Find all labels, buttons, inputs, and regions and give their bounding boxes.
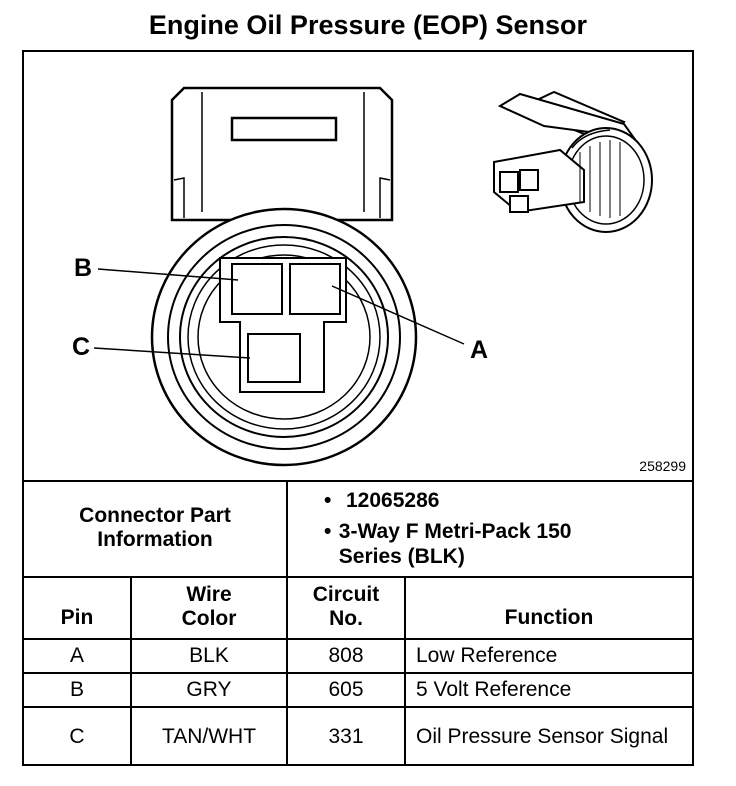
connector-housing [170, 86, 394, 222]
row-c-wire-color: TAN/WHT [161, 724, 257, 748]
connector-perspective-view [493, 90, 653, 233]
header-circuit-no: Circuit No. [312, 582, 380, 630]
table-header-border [24, 638, 692, 640]
row-a-function: Low Reference [416, 643, 558, 667]
row-a-pin: A [69, 643, 84, 667]
divider-info [286, 480, 288, 576]
pin-cavity-a [289, 263, 341, 315]
sensor-frame: B C A 258299 Connector Part Information … [22, 50, 694, 766]
callout-c: C [72, 333, 91, 361]
header-function: Function [504, 605, 594, 629]
row-c-function: Oil Pressure Sensor Signal [416, 724, 669, 748]
table-row-border [24, 706, 692, 708]
col-divider-2 [286, 576, 288, 766]
row-a-wire-color: BLK [189, 643, 229, 667]
row-b-function: 5 Volt Reference [416, 677, 572, 701]
pin-cavity-c [247, 333, 301, 383]
row-b-wire-color: GRY [186, 677, 232, 701]
row-c-pin: C [69, 724, 85, 748]
connector-info-label: Connector Part Information [79, 503, 231, 551]
row-b-pin: B [69, 677, 84, 701]
callout-leader-lines [93, 268, 465, 359]
connector-info-list: •12065286 •3-Way F Metri-Pack 150 Series… [324, 488, 584, 570]
col-divider-3 [404, 576, 406, 766]
connector-diagram: B C A 258299 [24, 52, 692, 480]
header-wire-color: Wire Color [181, 582, 237, 630]
connector-info-item: •3-Way F Metri-Pack 150 Series (BLK) [324, 520, 572, 569]
callout-b: B [74, 254, 93, 282]
row-a-circuit: 808 [328, 643, 364, 667]
table-top-border [24, 576, 692, 578]
connector-drawing [93, 86, 653, 467]
row-b-circuit: 605 [328, 677, 364, 701]
row-c-circuit: 331 [328, 724, 364, 748]
callout-a: A [470, 336, 489, 364]
connector-info-item: •12065286 [324, 489, 440, 512]
page-title: Engine Oil Pressure (EOP) Sensor [148, 10, 588, 40]
col-divider-1 [130, 576, 132, 766]
divider-diagram [24, 480, 692, 482]
header-pin: Pin [60, 605, 94, 629]
table-row-border [24, 672, 692, 674]
pin-cavity-b [231, 263, 283, 315]
figure-number: 258299 [639, 458, 686, 474]
